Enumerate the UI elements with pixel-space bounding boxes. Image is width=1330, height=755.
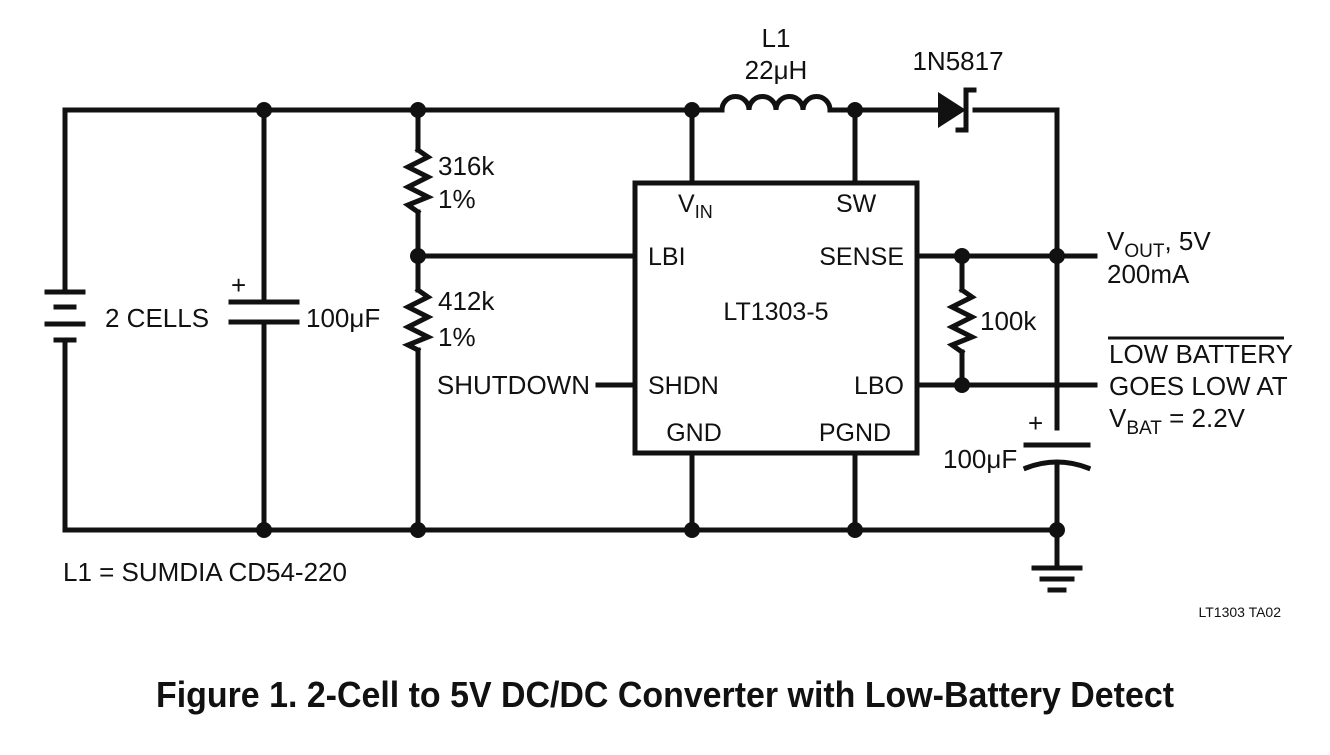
pin-gnd-label: GND — [666, 419, 722, 447]
figure-code: LT1303 TA02 — [1198, 604, 1281, 620]
inductor-value: 22μH — [745, 55, 808, 85]
pin-lbi-label: LBI — [648, 243, 686, 271]
pin-lbo-label: LBO — [854, 372, 904, 400]
output-rail-wire — [972, 107, 1060, 431]
resistor-316k-value: 316k — [438, 151, 495, 181]
ic-part-name: LT1303-5 — [723, 298, 828, 326]
shutdown-label: SHUTDOWN — [437, 370, 590, 400]
output-capacitor-plus: + — [1028, 408, 1043, 438]
diode-part-number: 1N5817 — [912, 46, 1003, 76]
battery-label: 2 CELLS — [105, 303, 209, 333]
schottky-diode-symbol — [938, 87, 977, 133]
resistor-100k-symbol — [946, 286, 979, 356]
ground-symbol — [1031, 565, 1083, 593]
pin-sense-label: SENSE — [819, 243, 904, 271]
resistor-412k-tolerance: 1% — [438, 322, 476, 352]
output-capacitor-value: 100μF — [943, 444, 1017, 474]
figure-caption: Figure 1. 2-Cell to 5V DC/DC Converter w… — [156, 674, 1174, 715]
junction-dots — [256, 102, 1065, 538]
wires — [62, 107, 1098, 571]
resistor-412k-value: 412k — [438, 286, 495, 316]
resistor-316k-tolerance: 1% — [438, 184, 476, 214]
inductor-ref: L1 — [762, 23, 791, 53]
low-battery-line1: LOW BATTERY — [1109, 339, 1293, 369]
inductor-symbol — [719, 94, 833, 113]
resistor-316k-symbol — [402, 146, 435, 216]
pin-vin-label: VIN — [678, 190, 713, 222]
ic-body — [632, 180, 920, 456]
low-battery-threshold: VBAT = 2.2V — [1109, 403, 1246, 439]
resistor-100k-value: 100k — [980, 306, 1037, 336]
inductor-note: L1 = SUMDIA CD54-220 — [63, 557, 347, 587]
battery-symbol — [44, 289, 86, 343]
low-battery-line2: GOES LOW AT — [1109, 371, 1288, 401]
resistor-412k-symbol — [401, 286, 435, 354]
pin-shdn-label: SHDN — [648, 372, 719, 400]
input-capacitor-plus: + — [231, 270, 246, 300]
output-voltage-label: VOUT, 5V — [1107, 226, 1211, 262]
output-current-label: 200mA — [1107, 259, 1190, 289]
pin-sw-label: SW — [836, 190, 877, 218]
pin-pgnd-label: PGND — [819, 419, 891, 447]
input-capacitor-symbol — [228, 299, 300, 325]
input-capacitor-value: 100μF — [306, 303, 380, 333]
output-capacitor-symbol — [1022, 442, 1092, 472]
